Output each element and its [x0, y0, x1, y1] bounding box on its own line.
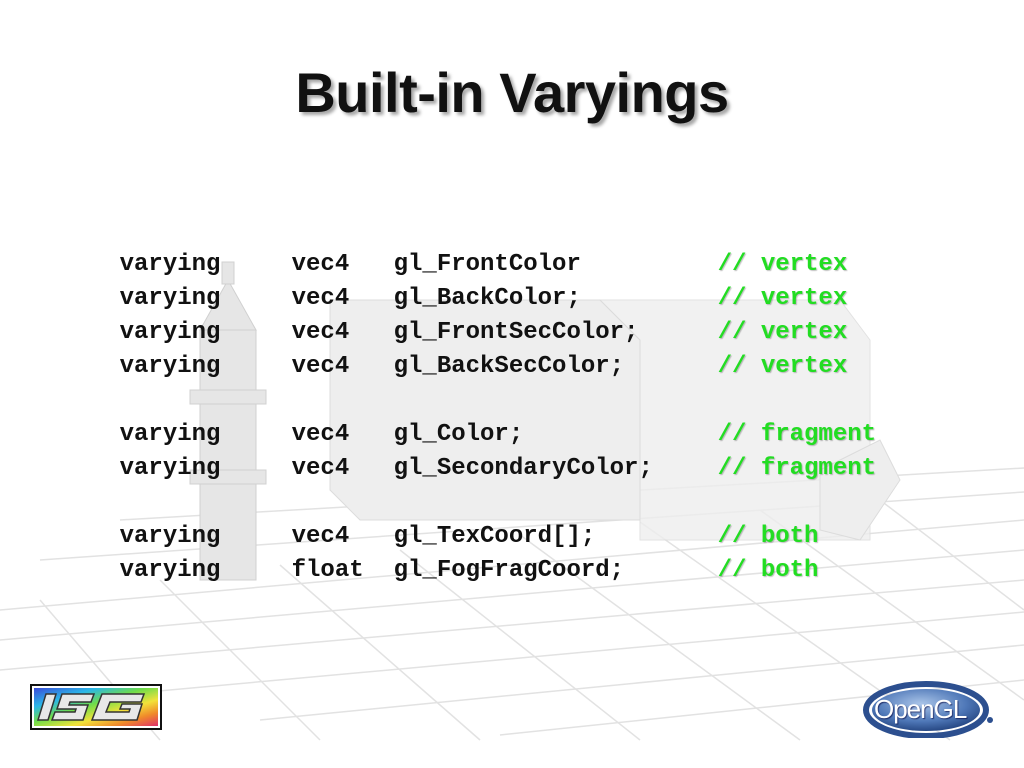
code-keyword: varying: [119, 523, 221, 550]
code-comment: // fragment: [717, 455, 877, 482]
code-comment: // fragment: [717, 421, 877, 448]
tower-shape: [189, 261, 267, 581]
code-line: varying vec4 gl_BackSecColor; // vertex: [62, 316, 876, 380]
code-line: varying vec4 gl_FrontSecColor; // vertex: [62, 282, 876, 346]
code-line: varying vec4 gl_Color; // fragment: [62, 384, 876, 448]
code-keyword: varying: [119, 557, 221, 584]
code-keyword: varying: [119, 421, 221, 448]
code-keyword: varying: [119, 353, 221, 380]
code-comment: // vertex: [717, 319, 848, 346]
code-comment: // both: [717, 523, 819, 550]
code-keyword: varying: [119, 285, 221, 312]
code-line: varying vec4 gl_TexCoord[]; // both: [62, 486, 876, 550]
code-keyword: varying: [119, 319, 221, 346]
code-type: float: [291, 557, 364, 584]
code-comment: // vertex: [717, 285, 848, 312]
code-variable: gl_BackSecColor;: [393, 353, 625, 380]
code-type: vec4: [291, 455, 350, 482]
opengl-logo-text: OpenGL: [874, 694, 967, 724]
code-variable: gl_FogFragCoord;: [393, 557, 625, 584]
code-variable: gl_SecondaryColor;: [393, 455, 653, 482]
code-block: varying vec4 gl_FrontColor // vertex varyin…: [62, 214, 876, 584]
code-keyword: varying: [119, 251, 221, 278]
code-variable: gl_BackColor;: [393, 285, 581, 312]
isg-logo-icon: [30, 684, 162, 730]
code-type: vec4: [291, 421, 350, 448]
code-variable: gl_TexCoord[];: [393, 523, 596, 550]
code-variable: gl_FrontColor: [393, 251, 581, 278]
code-type: vec4: [291, 523, 350, 550]
code-comment: // vertex: [717, 251, 848, 278]
code-comment: // both: [717, 557, 819, 584]
large-shapes: [329, 299, 901, 541]
code-comment: // vertex: [717, 353, 848, 380]
code-variable: gl_Color;: [393, 421, 524, 448]
code-type: vec4: [291, 251, 350, 278]
code-line: varying float gl_FogFragCoord; // both: [62, 520, 876, 584]
opengl-logo-icon: [863, 681, 993, 738]
code-type: vec4: [291, 353, 350, 380]
code-line: varying vec4 gl_SecondaryColor; // fragment: [62, 418, 876, 482]
code-variable: gl_FrontSecColor;: [393, 319, 639, 346]
code-type: vec4: [291, 285, 350, 312]
code-line: varying vec4 gl_BackColor; // vertex: [62, 248, 876, 312]
code-keyword: varying: [119, 455, 221, 482]
slide-title: Built-in Varyings: [295, 61, 729, 124]
code-line: varying vec4 gl_FrontColor // vertex: [62, 214, 876, 278]
code-type: vec4: [291, 319, 350, 346]
